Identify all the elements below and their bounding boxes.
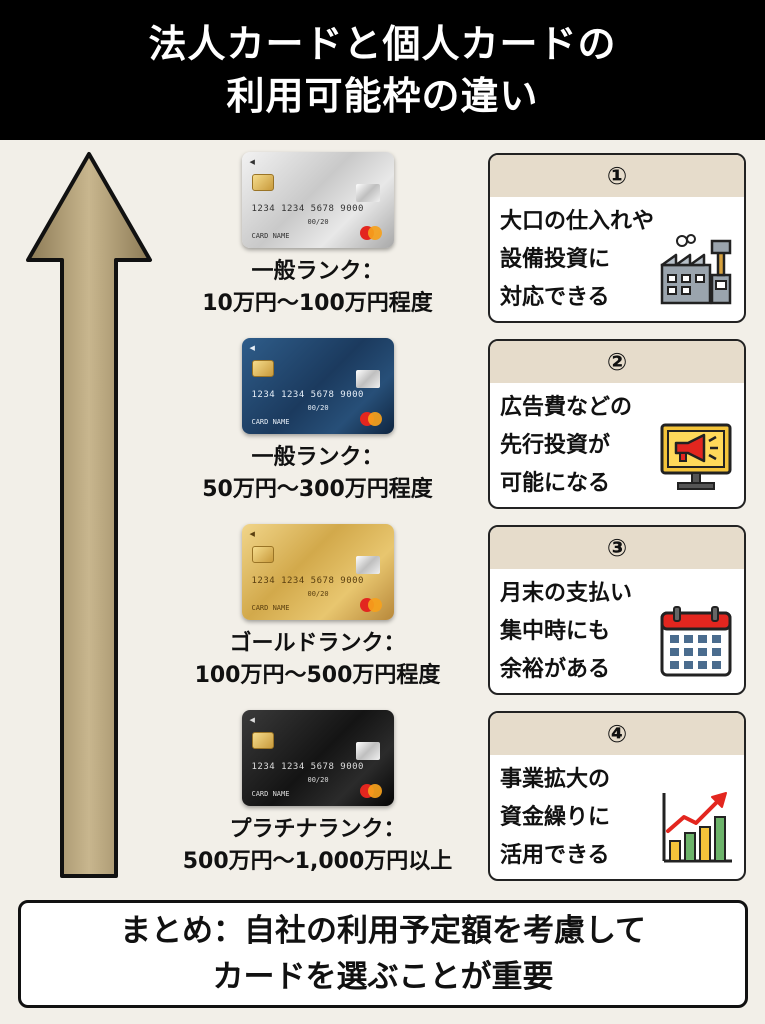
card-holder-name: CARD NAME: [251, 232, 290, 240]
chip-icon: [251, 174, 274, 191]
card-holder-name: CARD NAME: [251, 790, 290, 798]
benefit-line: 先行投資が: [500, 433, 611, 458]
credit-card-blue: ◀ 1234 1234 5678 9000 00/20 CARD NAME: [241, 338, 394, 434]
rank-label: 一般ランク：: [251, 445, 384, 470]
benefit-box: ② 広告費などの 先行投資が 可能になる: [488, 339, 746, 509]
summary-line1: まとめ：自社の利用予定額を考慮して: [119, 913, 647, 949]
benefit-line: 対応できる: [500, 285, 610, 310]
benefit-line: 大口の仕入れや: [500, 209, 655, 234]
limit-range: 100万円〜500万円程度: [194, 663, 441, 688]
mastercard-logo-icon: [359, 598, 382, 612]
benefit-line: 余裕がある: [500, 657, 611, 682]
card-expiry: 00/20: [307, 218, 329, 226]
benefit-line: 集中時にも: [500, 619, 611, 644]
rank-card-block: ◀ 1234 1234 5678 9000 00/20 CARD NAME ゴー…: [160, 524, 475, 692]
benefit-number: ②: [490, 341, 744, 383]
mastercard-logo-icon: [359, 226, 382, 240]
rank-card-block: ◀ 1234 1234 5678 9000 00/20 CARD NAME 一般…: [160, 152, 475, 320]
card-number: 1234 1234 5678 9000: [251, 204, 364, 214]
rank-label: 一般ランク：: [251, 259, 384, 284]
summary-box: まとめ：自社の利用予定額を考慮して カードを選ぶことが重要: [18, 900, 748, 1008]
limit-range: 500万円〜1,000万円以上: [182, 849, 453, 874]
benefit-line: 事業拡大の: [500, 767, 611, 792]
benefit-number: ①: [490, 155, 744, 197]
card-expiry: 00/20: [307, 776, 329, 784]
benefit-number: ④: [490, 713, 744, 755]
header-banner: 法人カードと個人カードの 利用可能枠の違い: [0, 0, 765, 140]
rank-card-block: ◀ 1234 1234 5678 9000 00/20 CARD NAME プラ…: [160, 710, 475, 878]
page-title-line1: 法人カードと個人カードの: [148, 22, 617, 66]
card-holder-name: CARD NAME: [251, 418, 290, 426]
card-expiry: 00/20: [307, 590, 329, 598]
factory-icon: [660, 234, 732, 305]
credit-card-gold: ◀ 1234 1234 5678 9000 00/20 CARD NAME: [241, 524, 394, 620]
benefit-box: ④ 事業拡大の 資金繰りに 活用できる: [488, 711, 746, 881]
benefit-line: 資金繰りに: [500, 805, 611, 830]
benefit-line: 広告費などの: [500, 395, 633, 420]
card-number: 1234 1234 5678 9000: [251, 576, 364, 586]
mastercard-logo-icon: [359, 784, 382, 798]
benefit-line: 月末の支払い: [500, 581, 633, 606]
card-number: 1234 1234 5678 9000: [251, 762, 364, 772]
chip-icon: [251, 546, 274, 563]
limit-range: 10万円〜100万円程度: [202, 291, 433, 316]
card-holder-name: CARD NAME: [251, 604, 290, 612]
card-expiry: 00/20: [307, 404, 329, 412]
benefit-box: ③ 月末の支払い 集中時にも 余裕がある: [488, 525, 746, 695]
summary-line2: カードを選ぶことが重要: [212, 959, 554, 995]
hologram-icon: [355, 742, 380, 760]
megaphone-monitor-icon: [660, 423, 732, 490]
benefit-line: 設備投資に: [500, 247, 611, 272]
calendar-icon: [660, 606, 732, 677]
benefit-number: ③: [490, 527, 744, 569]
benefit-box: ① 大口の仕入れや 設備投資に 対応できる: [488, 153, 746, 323]
hologram-icon: [355, 370, 380, 388]
chip-icon: [251, 732, 274, 749]
rank-label: ゴールドランク：: [229, 631, 406, 656]
card-number: 1234 1234 5678 9000: [251, 390, 364, 400]
benefit-line: 可能になる: [500, 471, 611, 496]
limit-range: 50万円〜300万円程度: [202, 477, 433, 502]
credit-card-black: ◀ 1234 1234 5678 9000 00/20 CARD NAME: [241, 710, 394, 806]
rank-label: プラチナランク：: [229, 817, 406, 842]
benefit-line: 活用できる: [500, 843, 610, 868]
hologram-icon: [355, 556, 380, 574]
mastercard-logo-icon: [359, 412, 382, 426]
chip-icon: [251, 360, 274, 377]
page-title-line2: 利用可能枠の違い: [226, 74, 539, 118]
credit-card-silver: ◀ 1234 1234 5678 9000 00/20 CARD NAME: [241, 152, 394, 248]
up-arrow-icon: [26, 152, 152, 878]
hologram-icon: [355, 184, 380, 202]
rank-card-block: ◀ 1234 1234 5678 9000 00/20 CARD NAME 一般…: [160, 338, 475, 506]
growth-chart-icon: [662, 792, 732, 863]
